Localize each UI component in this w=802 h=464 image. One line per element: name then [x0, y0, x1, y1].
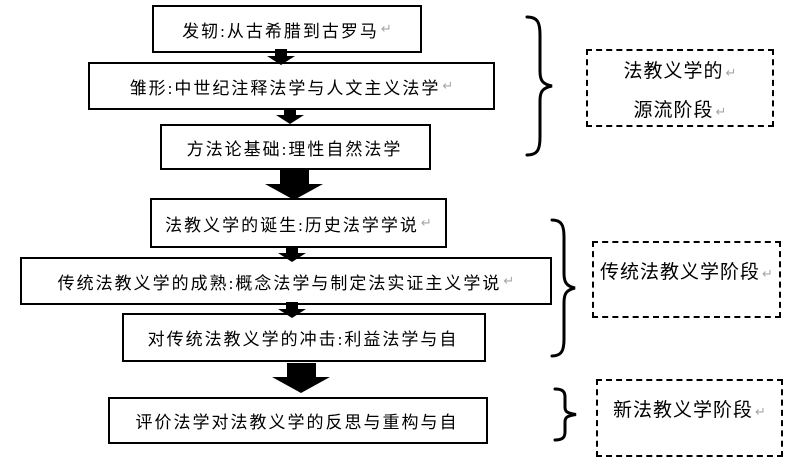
stage-label-box: 传统法教义学阶段↵ [592, 241, 781, 318]
flow-box: 评价法学对法教义学的反思与重构与自 [108, 397, 488, 444]
big-down-arrow-icon [272, 363, 330, 393]
return-mark-icon: ↵ [442, 78, 454, 94]
flow-box-text: 评价法学对法教义学的反思与重构与自 [135, 413, 459, 432]
stage-label-line: 新法教义学阶段↵ [598, 392, 781, 431]
stage-label-line: 源流阶段↵ [588, 92, 772, 131]
stage-label-text: 源流阶段 [633, 100, 714, 121]
down-arrow-icon [276, 108, 304, 124]
return-mark-icon: ↵ [762, 267, 773, 282]
flow-box: 发轫:从古希腊到古罗马↵ [152, 5, 422, 53]
return-mark-icon: ↵ [725, 66, 737, 81]
stage-label-line: 传统法教义学阶段↵ [594, 254, 779, 293]
flow-box-text: 方法论基础:理性自然法学 [186, 139, 403, 159]
stage-label-text: 新法教义学阶段 [613, 400, 754, 421]
flow-box-text: 法教义学的诞生:历史法学学说 [165, 215, 419, 235]
flow-box: 雏形:中世纪注释法学与人文主义法学↵ [88, 62, 495, 110]
flow-box: 方法论基础:理性自然法学 [160, 124, 431, 170]
curly-brace-icon [525, 15, 553, 157]
stage-label-text: 传统法教义学阶段 [600, 262, 761, 283]
stage-label-box: 新法教义学阶段↵ [596, 379, 783, 457]
flow-box-text: 发轫:从古希腊到古罗马 [182, 21, 379, 41]
curly-brace-icon [550, 218, 576, 358]
down-arrow-icon [267, 49, 295, 65]
flow-box: 法教义学的诞生:历史法学学说↵ [150, 198, 447, 248]
stage-label-box: 法教义学的↵ 源流阶段↵ [586, 49, 774, 127]
down-arrow-icon [278, 302, 306, 318]
flow-box-text: 传统法教义学的成熟:概念法学与制定法实证主义学说 [57, 273, 502, 293]
return-mark-icon: ↵ [503, 273, 515, 289]
return-mark-icon: ↵ [420, 215, 432, 231]
flow-box: 对传统法教义学的冲击:利益法学与自 [122, 313, 486, 362]
flow-box-text: 对传统法教义学的冲击:利益法学与自 [147, 330, 459, 349]
down-arrow-icon [278, 246, 306, 262]
return-mark-icon: ↵ [715, 105, 727, 120]
curly-brace-icon [553, 387, 577, 442]
stage-label-line: 法教义学的↵ [588, 53, 772, 92]
stage-label-text: 法教义学的 [623, 61, 724, 82]
flow-box: 传统法教义学的成熟:概念法学与制定法实证主义学说↵ [20, 257, 552, 305]
flow-box-text: 雏形:中世纪注释法学与人文主义法学 [129, 78, 441, 98]
return-mark-icon: ↵ [755, 405, 766, 420]
big-down-arrow-icon [265, 170, 323, 200]
return-mark-icon: ↵ [380, 21, 392, 37]
